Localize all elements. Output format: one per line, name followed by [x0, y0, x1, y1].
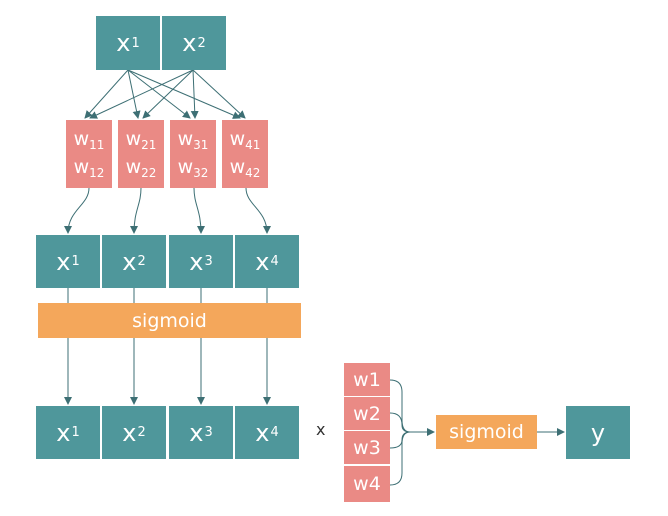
final-weight-w4-label: w4: [353, 473, 381, 495]
output-x1-sub: 1: [71, 425, 80, 440]
hidden-x3-base: x: [189, 247, 204, 276]
output-y-label: y: [590, 418, 606, 447]
hidden-x1-base: x: [56, 247, 71, 276]
weight-box-4: w41 w42: [222, 120, 268, 188]
weight-12-sub: 12: [89, 165, 105, 180]
output-x3-sub: 3: [204, 425, 213, 440]
weight-box-2: w21 w22: [118, 120, 164, 188]
weight-31-sub: 31: [193, 137, 209, 152]
top-input-x1-sub: 1: [131, 35, 140, 51]
hidden-x1-sub: 1: [71, 254, 80, 269]
weight-11-sub: 11: [89, 137, 105, 152]
output-y: y: [566, 406, 630, 459]
final-weight-w4: w4: [344, 466, 390, 502]
hidden-x2-sub: 2: [137, 254, 146, 269]
final-weight-w1-label: w1: [353, 368, 381, 391]
final-weight-w2-label: w2: [353, 402, 381, 425]
weight-42-sub: 42: [245, 165, 261, 180]
output-x2-base: x: [122, 418, 137, 447]
final-sigmoid-label: sigmoid: [449, 421, 524, 443]
sigmoid-bar-label: sigmoid: [132, 309, 207, 332]
multiply-symbol: x: [316, 420, 325, 439]
output-x1-base: x: [56, 418, 71, 447]
hidden-x4-sub: 4: [270, 254, 279, 269]
weights-brace: [389, 379, 435, 486]
weight-box-1: w11 w12: [66, 120, 112, 188]
hidden-x3-sub: 3: [204, 254, 213, 269]
weight-box-3: w31 w32: [170, 120, 216, 188]
weight-41-base: w: [229, 127, 246, 150]
weight-11-base: w: [73, 127, 90, 150]
top-input-x2-base: x: [182, 29, 197, 57]
weight-21-sub: 21: [141, 137, 157, 152]
hidden-x4-base: x: [255, 247, 270, 276]
final-weight-w3: w3: [344, 431, 390, 464]
output-x4-base: x: [255, 418, 270, 447]
top-input-x1-base: x: [116, 29, 131, 57]
output-x4-sub: 4: [270, 425, 279, 440]
weight-32-sub: 32: [193, 165, 209, 180]
weight-22-base: w: [125, 155, 142, 178]
input-to-weight-arrows: [84, 69, 246, 119]
weight-22-sub: 22: [141, 165, 157, 180]
final-weight-w2: w2: [344, 397, 390, 430]
final-sigmoid-box: sigmoid: [436, 415, 537, 449]
output-x3-base: x: [189, 418, 204, 447]
weight-to-hidden-arrows: [64, 187, 271, 234]
weight-31-base: w: [177, 127, 194, 150]
multiply-symbol-text: x: [316, 420, 326, 439]
top-input-x2-sub: 2: [197, 35, 206, 51]
weight-32-base: w: [177, 155, 194, 178]
weight-21-base: w: [125, 127, 142, 150]
final-weight-w1: w1: [344, 363, 390, 396]
sigmoid-bar: sigmoid: [38, 303, 301, 338]
output-x2-sub: 2: [137, 425, 146, 440]
weight-42-base: w: [229, 155, 246, 178]
hidden-to-output-arrows: [64, 288, 271, 405]
hidden-x2-base: x: [122, 247, 137, 276]
weight-41-sub: 41: [245, 137, 261, 152]
final-weight-w3-label: w3: [353, 436, 381, 459]
weight-12-base: w: [73, 155, 90, 178]
